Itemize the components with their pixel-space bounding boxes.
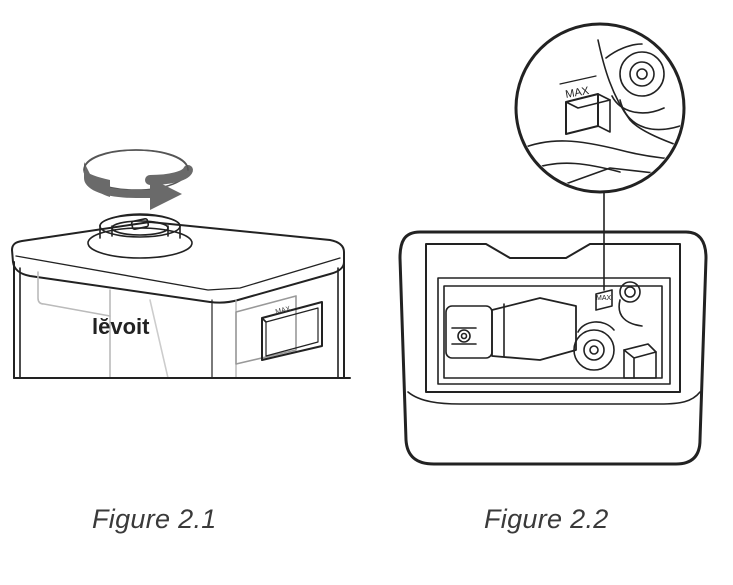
figure-2-2-illustration: MAX MAX <box>398 22 708 466</box>
max-label-small: MAX <box>596 295 612 302</box>
figure-2-1-illustration: MAX lĕvoit <box>11 149 351 379</box>
max-label-small: MAX <box>275 305 292 316</box>
humidifier-base: MAX <box>398 230 708 466</box>
humidifier-tank: MAX lĕvoit <box>11 213 351 379</box>
tank-cap <box>87 213 193 259</box>
max-label-zoom: MAX <box>564 85 590 101</box>
figure-caption-2-2: Figure 2.2 <box>484 504 609 534</box>
brand-logo-text: lĕvoit <box>92 314 150 339</box>
figure-caption-2-1: Figure 2.1 <box>92 504 217 534</box>
rotate-counterclockwise-icon <box>83 149 193 210</box>
zoom-detail-circle: MAX <box>514 22 686 194</box>
